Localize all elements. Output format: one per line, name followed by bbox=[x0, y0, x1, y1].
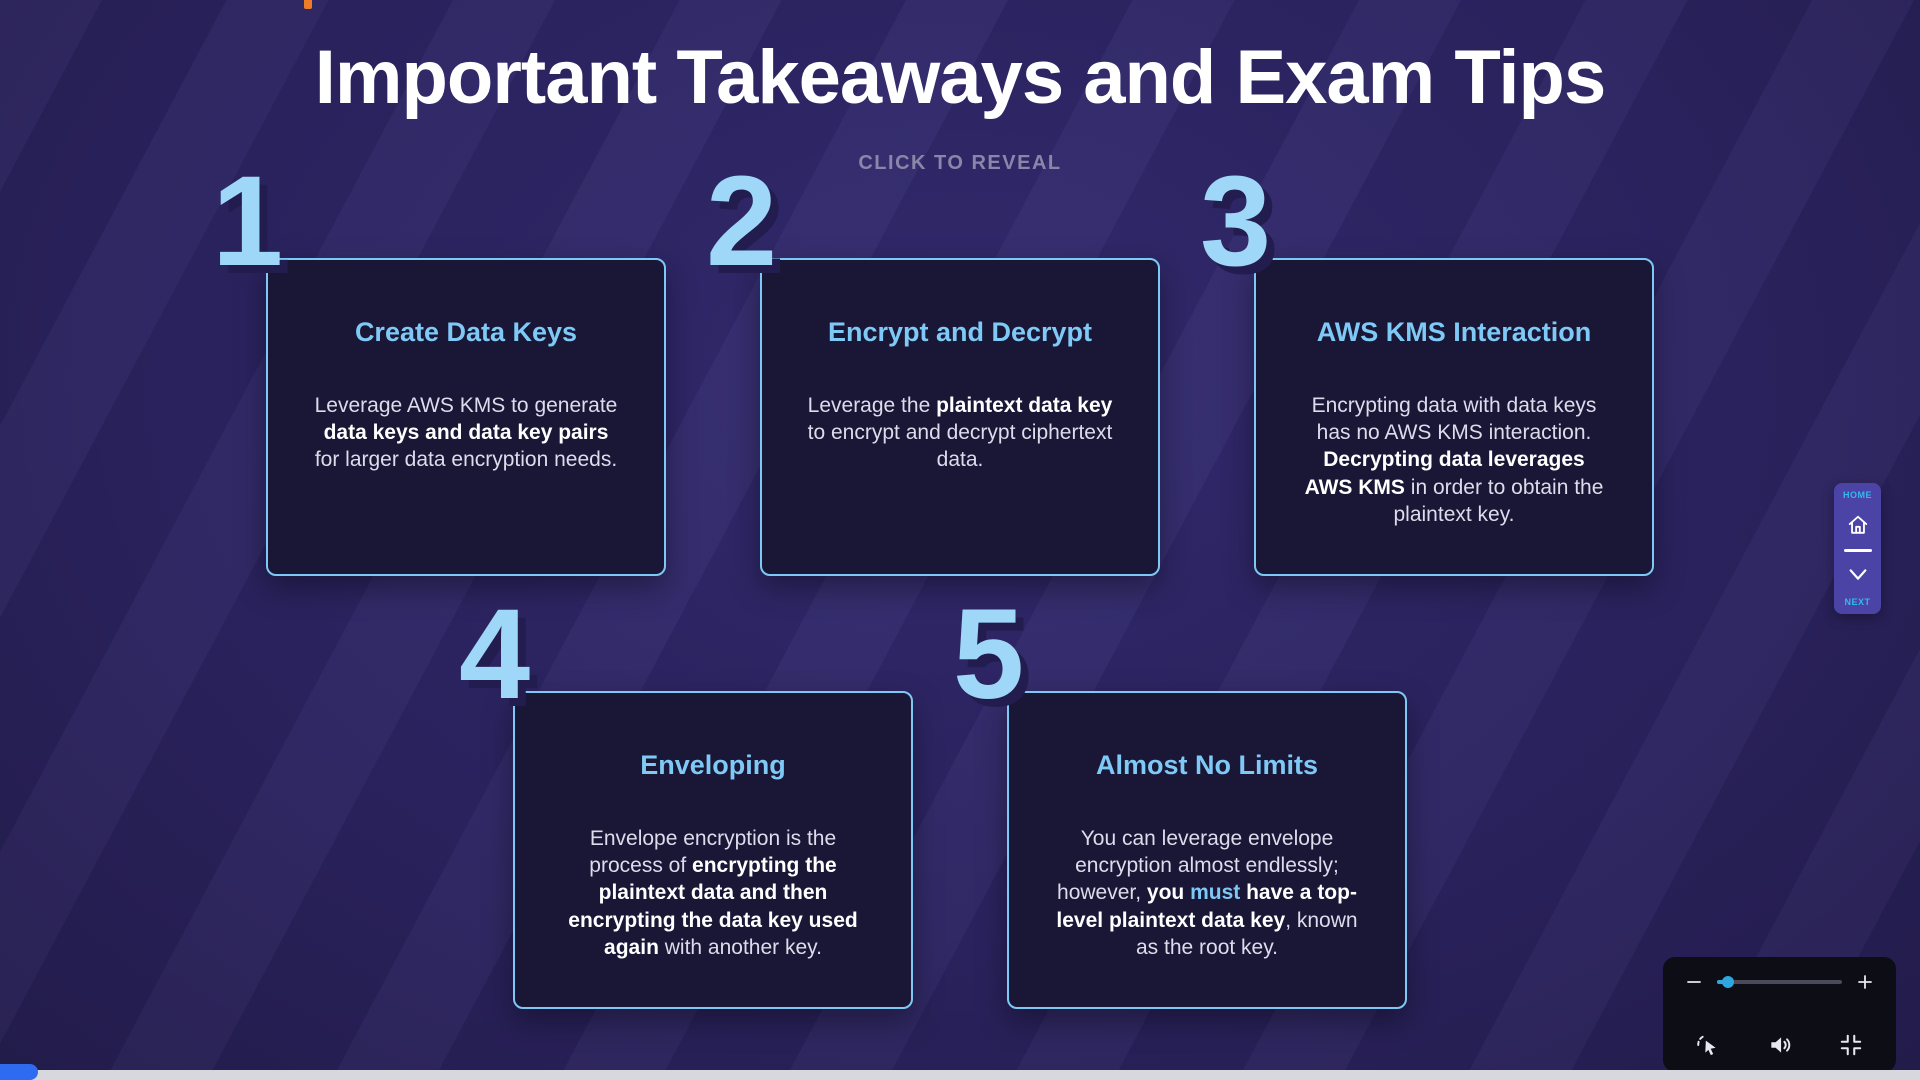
card-title: Encrypt and Decrypt bbox=[827, 317, 1093, 347]
cursor-mode-button[interactable] bbox=[1695, 1032, 1721, 1058]
card-number: 5 bbox=[953, 583, 1025, 726]
card-encrypt-and-decrypt[interactable]: 2 Encrypt and Decrypt Leverage the plain… bbox=[706, 158, 1160, 576]
card-body: Leverage AWS KMS to generate data keys a… bbox=[314, 393, 618, 472]
click-to-reveal-label: CLICK TO REVEAL bbox=[858, 152, 1062, 174]
compress-icon bbox=[1838, 1032, 1864, 1058]
cards-row-top: 1 Create Data Keys Leverage AWS KMS to g… bbox=[0, 158, 1920, 576]
card-body: Leverage the plaintext data key to encry… bbox=[807, 393, 1113, 472]
card-title: Almost No Limits bbox=[1095, 750, 1318, 780]
slider-track bbox=[1717, 980, 1842, 984]
home-button[interactable] bbox=[1847, 514, 1869, 536]
card-create-data-keys[interactable]: 1 Create Data Keys Leverage AWS KMS to g… bbox=[212, 158, 666, 576]
fullscreen-button[interactable] bbox=[1838, 1032, 1864, 1058]
card-body: You can leverage envelope encryption alm… bbox=[1056, 826, 1358, 959]
card-number: 4 bbox=[459, 583, 531, 726]
progress-fill bbox=[0, 1064, 39, 1080]
chevron-down-icon bbox=[1847, 566, 1869, 584]
volume-button[interactable] bbox=[1767, 1032, 1793, 1058]
card-body: Encrypting data with data keys has no AW… bbox=[1304, 393, 1604, 526]
card-body: Envelope encryption is the process of en… bbox=[568, 826, 858, 959]
page-title: Important Takeaways and Exam Tips bbox=[314, 35, 1606, 120]
home-icon bbox=[1847, 514, 1869, 536]
card-title: Create Data Keys bbox=[354, 317, 578, 347]
next-button[interactable] bbox=[1847, 566, 1869, 584]
card-title: AWS KMS Interaction bbox=[1316, 317, 1592, 347]
cards-row-bottom: 4 Enveloping Envelope encryption is the … bbox=[0, 591, 1920, 1009]
card-title: Enveloping bbox=[640, 750, 786, 780]
zoom-out-button[interactable] bbox=[1685, 973, 1703, 991]
card-number: 2 bbox=[706, 150, 778, 293]
progress-bar[interactable] bbox=[0, 1064, 1920, 1080]
zoom-row bbox=[1685, 973, 1874, 991]
home-label: HOME bbox=[1843, 490, 1872, 500]
player-icons-row bbox=[1685, 1032, 1874, 1058]
nav-divider bbox=[1843, 549, 1872, 552]
next-label: NEXT bbox=[1844, 597, 1871, 607]
player-controls bbox=[1663, 957, 1896, 1072]
side-nav: HOME NEXT bbox=[1834, 483, 1881, 614]
slider-thumb[interactable] bbox=[1722, 976, 1735, 988]
card-number: 3 bbox=[1200, 150, 1272, 293]
zoom-in-button[interactable] bbox=[1856, 973, 1874, 991]
plus-icon bbox=[1856, 973, 1874, 991]
minus-icon bbox=[1685, 973, 1703, 991]
cursor-click-icon bbox=[1695, 1032, 1721, 1058]
card-almost-no-limits[interactable]: 5 Almost No Limits You can leverage enve… bbox=[953, 591, 1407, 1009]
speaker-icon bbox=[1767, 1032, 1793, 1058]
card-number: 1 bbox=[212, 150, 284, 293]
card-enveloping[interactable]: 4 Enveloping Envelope encryption is the … bbox=[459, 591, 913, 1009]
card-aws-kms-interaction[interactable]: 3 AWS KMS Interaction Encrypting data wi… bbox=[1200, 158, 1654, 576]
zoom-slider[interactable] bbox=[1717, 975, 1842, 989]
orange-dot-artifact bbox=[304, 0, 312, 9]
